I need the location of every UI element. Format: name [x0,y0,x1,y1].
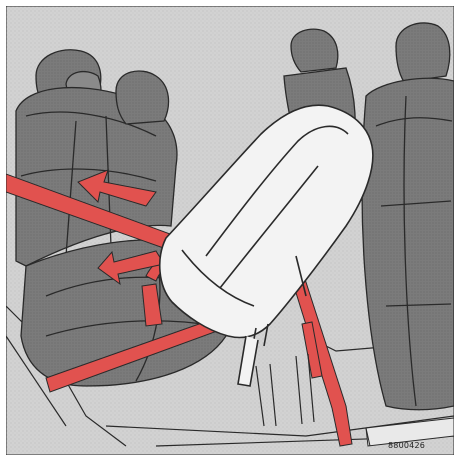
figure-code: 8800426 [388,441,425,450]
car-interior-illustration [6,6,454,455]
